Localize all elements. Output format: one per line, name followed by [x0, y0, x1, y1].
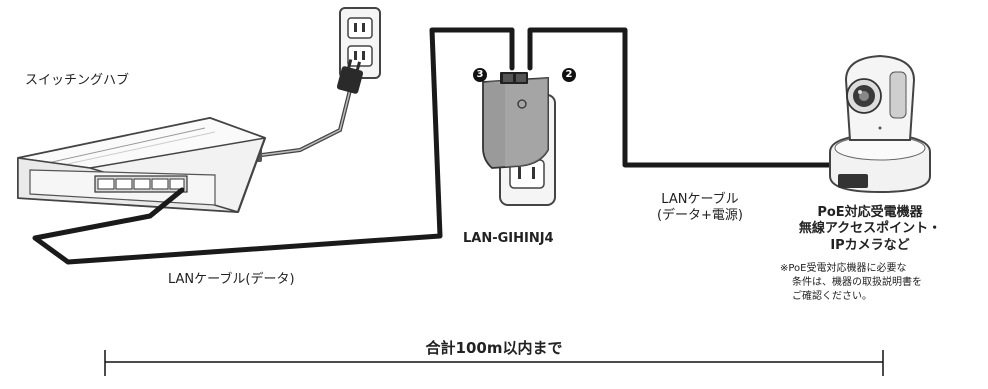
lan-cable-power-label-2: (データ+電源) [656, 208, 744, 223]
device-note-1: ※PoE受電対応機器に必要な [780, 263, 907, 274]
distance-bracket [104, 350, 884, 376]
device-subtitle-1: 無線アクセスポイント・ [798, 221, 942, 236]
device-title: PoE対応受電機器 [817, 205, 923, 220]
poe-camera [829, 54, 931, 194]
port-3-badge: 3 [473, 68, 487, 82]
lan-cable-power-label-1: LANケーブル [661, 192, 739, 207]
port-2-badge: 2 [562, 68, 576, 82]
power-cord [246, 59, 364, 162]
hub-label: スイッチングハブ [25, 73, 130, 88]
poe-injector [482, 72, 549, 169]
switching-hub [17, 117, 266, 213]
device-note-3: ご確認ください。 [792, 291, 872, 302]
device-subtitle-2: IPカメラなど [830, 238, 910, 253]
injector-label: LAN-GIHINJ4 [463, 231, 554, 246]
device-note-2: 条件は、機器の取扱説明書を [792, 277, 922, 288]
lan-cable-data-power [527, 27, 838, 168]
lan-cable-data-label: LANケーブル(データ) [168, 272, 295, 287]
distance-label: 合計100m以内まで [425, 339, 563, 357]
lan-cable-data [32, 27, 515, 265]
